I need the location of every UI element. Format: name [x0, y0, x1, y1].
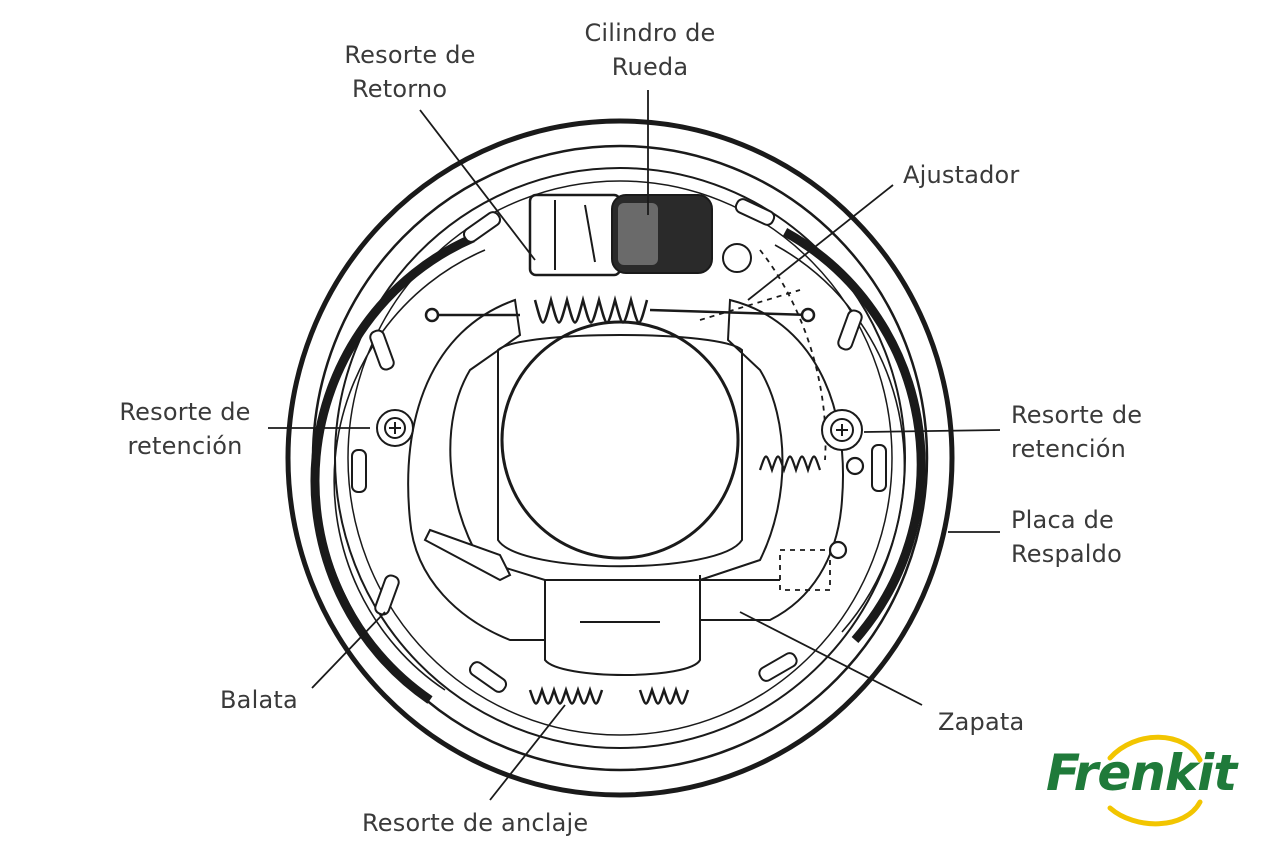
- leader-lines: [268, 90, 1001, 801]
- label-resorte-retorno-line1: Resorte de: [344, 41, 476, 69]
- anchor-spring: [528, 686, 690, 705]
- side-spring: [758, 455, 865, 560]
- label-cilindro-rueda-line1: Cilindro de: [584, 19, 716, 47]
- label-resorte-retorno-line2: Retorno: [352, 75, 448, 103]
- label-placa-line2: Respaldo: [1011, 540, 1122, 568]
- label-resorte-retencion-left: Resorte de retención: [105, 395, 265, 463]
- label-resorte-anclaje: Resorte de anclaje: [362, 809, 589, 837]
- label-cilindro-rueda-line2: Rueda: [611, 53, 689, 81]
- parking-lever: [423, 528, 780, 582]
- return-spring: [424, 295, 816, 324]
- label-placa-line1: Placa de: [1011, 506, 1114, 534]
- hub: [497, 320, 743, 568]
- label-retencion-right-line2: retención: [1011, 435, 1127, 463]
- frenkit-logo: Frenkit: [1040, 730, 1260, 830]
- label-zapata: Zapata: [938, 708, 1025, 736]
- logo-text: Frenkit: [1046, 744, 1237, 802]
- hold-down-left: [376, 409, 414, 447]
- label-resorte-retorno: Resorte de Retorno: [330, 38, 490, 106]
- label-retencion-left-line1: Resorte de: [119, 398, 251, 426]
- label-ajustador: Ajustador: [903, 161, 1020, 189]
- shoe-clips: [351, 198, 887, 693]
- label-placa-respaldo: Placa de Respaldo: [1011, 503, 1122, 571]
- logo-swoosh: [1107, 734, 1203, 827]
- wheel-cylinder: [528, 193, 752, 277]
- hold-down-right: [821, 409, 863, 451]
- label-retencion-right-line1: Resorte de: [1011, 401, 1143, 429]
- label-cilindro-rueda: Cilindro de Rueda: [570, 16, 730, 84]
- label-resorte-retencion-right: Resorte de retención: [1011, 398, 1142, 466]
- adjuster: [699, 249, 831, 591]
- label-balata: Balata: [220, 686, 298, 714]
- label-retencion-left-line2: retención: [127, 432, 243, 460]
- brake-shoes: [407, 298, 844, 676]
- brake-lining: [310, 228, 926, 704]
